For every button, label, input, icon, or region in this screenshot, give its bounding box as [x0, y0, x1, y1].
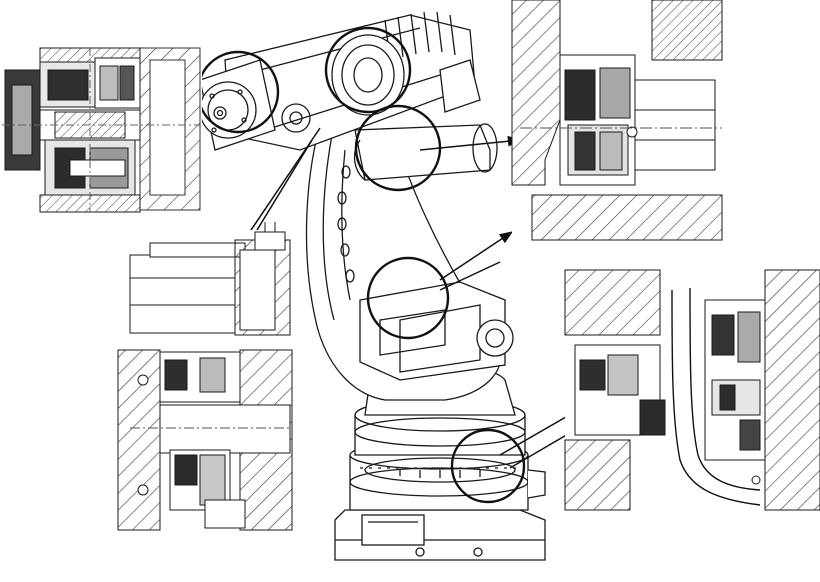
detail-bottom-right: [564, 269, 820, 511]
elbow-joint: [331, 34, 405, 116]
detail-top-right: [511, 0, 723, 245]
arrow-shoulder: [439, 231, 514, 281]
robot-arm: [199, 11, 546, 561]
arrow-elbow: [419, 135, 522, 151]
detail-top-left: [2, 45, 202, 213]
callout-circles: [196, 26, 526, 504]
robot-base: [334, 440, 546, 561]
shoulder-joint: [359, 281, 514, 381]
detail-left-middle: [117, 222, 296, 531]
base-swivel: [364, 457, 516, 483]
callout-circle-shoulder[interactable]: [366, 256, 450, 340]
callout-circle-base[interactable]: [450, 428, 526, 504]
callout-circle-elbow[interactable]: [324, 26, 412, 114]
